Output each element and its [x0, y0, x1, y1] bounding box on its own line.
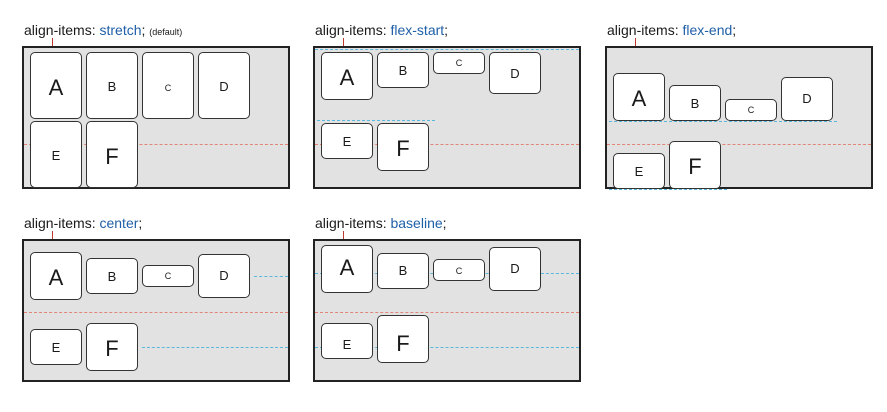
flex-container: A B C D E F: [605, 46, 873, 190]
flex-item-f: F: [377, 315, 429, 363]
flex-item-c: C: [433, 52, 485, 74]
caption-tick: [343, 231, 344, 239]
flex-item-d: D: [489, 52, 541, 94]
panel-caption: align-items: flex-start;: [315, 22, 449, 38]
flex-container: A B C D E F: [22, 46, 290, 189]
flex-item-e: E: [613, 153, 665, 189]
align-value: flex-start: [390, 22, 445, 38]
panel-center: align-items: center; A B C D E F: [22, 215, 292, 387]
flex-item-e: E: [321, 123, 373, 159]
flex-item-e: E: [30, 329, 82, 365]
flex-item-f: F: [86, 121, 138, 188]
flex-item-c: C: [725, 99, 777, 121]
panel-caption: align-items: stretch; (default): [24, 22, 183, 38]
flex-item-d: D: [198, 52, 250, 119]
align-value: stretch: [99, 22, 142, 38]
cross-axis-center-line: [24, 144, 288, 145]
flex-item-d: D: [781, 77, 833, 121]
line-end-guide-1: [609, 121, 837, 122]
panel-stretch: align-items: stretch; (default) A B C D …: [22, 22, 292, 194]
panel-flex-start: align-items: flex-start; A B C D E F: [313, 22, 583, 194]
flex-item-c: C: [142, 265, 194, 287]
flex-item-a: A: [30, 252, 82, 300]
flex-item-e: E: [321, 323, 373, 359]
line-end-guide-2: [609, 189, 727, 190]
panel-caption: align-items: flex-end;: [607, 22, 737, 38]
cross-axis-center-line: [315, 144, 579, 145]
flex-item-d: D: [198, 254, 250, 298]
caption-tick: [52, 38, 53, 46]
flex-item-a: A: [613, 73, 665, 121]
line-center-guide-1: [254, 276, 288, 277]
cross-axis-center-line: [315, 312, 579, 313]
panel-flex-end: align-items: flex-end; A B C D E F: [605, 22, 875, 194]
caption-tick: [52, 231, 53, 239]
flex-item-d: D: [489, 247, 541, 291]
flex-container: A B C D E F: [313, 46, 581, 189]
flex-item-b: B: [377, 253, 429, 289]
flex-item-c: C: [433, 259, 485, 281]
flex-item-b: B: [377, 52, 429, 88]
panel-baseline: align-items: baseline; A B C D E F: [313, 215, 583, 387]
flex-container: A B C D E F: [22, 239, 290, 382]
panel-caption: align-items: baseline;: [315, 215, 447, 231]
flex-item-a: A: [321, 52, 373, 100]
flex-item-a: A: [321, 245, 373, 293]
panel-caption: align-items: center;: [24, 215, 143, 231]
align-value: center: [99, 215, 139, 231]
cross-axis-center-line: [24, 312, 288, 313]
flex-item-a: A: [30, 52, 82, 119]
flex-container: A B C D E F: [313, 239, 581, 382]
flex-item-f: F: [669, 141, 721, 189]
align-value: flex-end: [682, 22, 733, 38]
line-start-guide-1: [315, 49, 579, 50]
default-note: (default): [149, 27, 183, 37]
flex-item-f: F: [377, 123, 429, 171]
flex-item-b: B: [86, 52, 138, 119]
align-value: baseline: [390, 215, 443, 231]
cross-axis-center-line: [607, 144, 871, 145]
caption-tick: [635, 38, 636, 46]
line-start-guide-2: [317, 120, 435, 121]
flex-item-f: F: [86, 323, 138, 371]
caption-tick: [343, 38, 344, 46]
flex-item-b: B: [86, 258, 138, 294]
line-center-guide-2: [142, 347, 288, 348]
flex-item-b: B: [669, 85, 721, 121]
flex-item-c: C: [142, 52, 194, 119]
flex-item-e: E: [30, 121, 82, 188]
baseline-guide-2: [315, 347, 579, 348]
